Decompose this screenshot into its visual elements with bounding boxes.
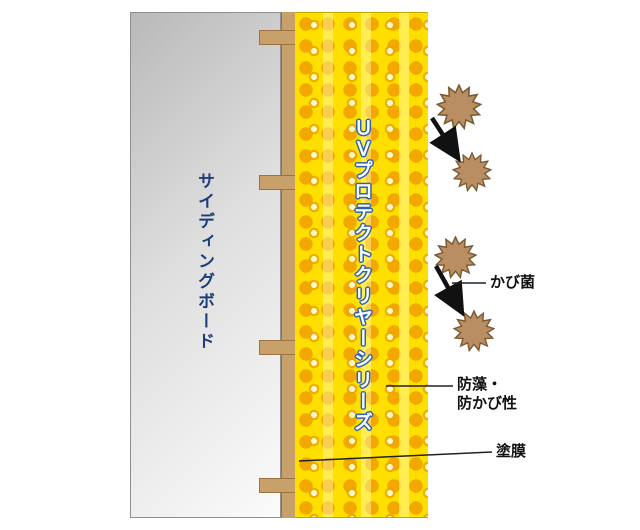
joint-tab	[259, 30, 295, 45]
joint-tab	[259, 340, 295, 355]
mold-spore-icon	[436, 84, 482, 130]
label-anti-mold-line2: 防かび性	[457, 394, 518, 412]
siding-board	[130, 12, 281, 518]
clear-coat-layer	[295, 12, 428, 518]
mold-spore-icon	[452, 152, 492, 192]
mold-spore-icon	[434, 236, 477, 279]
joint-tab	[259, 175, 295, 190]
joint-strip	[281, 12, 295, 518]
label-anti-mold-line1: 防藻・	[457, 376, 503, 393]
label-anti-mold: 防藻・ 防かび性	[457, 376, 517, 414]
siding-board-label: サイディングボード	[195, 172, 214, 352]
label-film: 塗膜	[496, 443, 527, 460]
joint-tab	[259, 478, 295, 493]
clear-coat-label: ＵＶプロテクトクリヤーシリーズ	[351, 118, 372, 433]
mold-spore-icon	[453, 310, 495, 352]
label-mold: かび菌	[490, 274, 536, 291]
